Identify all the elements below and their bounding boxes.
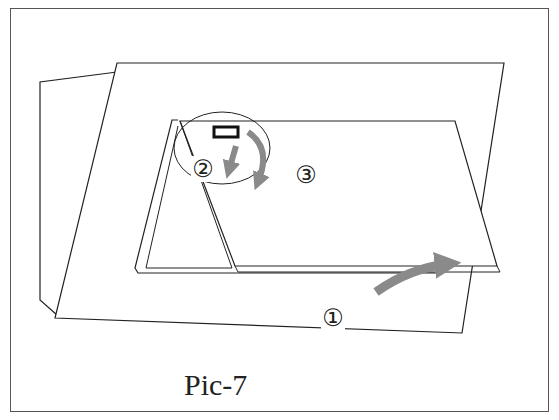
open-arrow bbox=[376, 264, 448, 292]
detail-ellipse bbox=[174, 112, 270, 184]
filter-edge bbox=[235, 266, 500, 272]
callout-number: ① bbox=[321, 305, 345, 331]
frame bbox=[11, 9, 549, 412]
figure-caption: Pic-7 bbox=[184, 370, 247, 400]
filter-handle bbox=[214, 127, 238, 137]
front-panel bbox=[55, 63, 504, 333]
callout-number: ② bbox=[191, 156, 215, 182]
filter-side bbox=[180, 121, 232, 268]
push-arrow bbox=[229, 146, 236, 170]
callout-number: ③ bbox=[294, 162, 318, 188]
tilt-arrow bbox=[248, 132, 263, 182]
filter-plate bbox=[180, 121, 497, 266]
